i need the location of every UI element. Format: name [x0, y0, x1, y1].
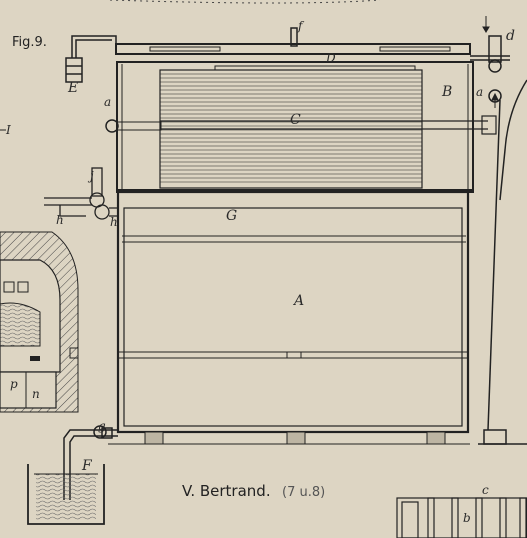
label-a-right: a: [476, 85, 483, 99]
label-G: G: [226, 208, 237, 224]
label-A: A: [292, 293, 304, 309]
figure-number: Fig.9.: [12, 35, 47, 50]
pipe-g: [63, 425, 118, 500]
bottom-right-apparatus: [396, 497, 527, 538]
valve-handwheel: [105, 119, 119, 133]
cropped-text-remnant: [109, 0, 381, 4]
label-n: n: [32, 387, 40, 401]
right-frame: [478, 79, 527, 445]
label-D: D: [325, 51, 336, 65]
furnace-section: [0, 231, 79, 413]
valve-cluster-j-h: [44, 167, 118, 220]
lower-tank-A: [116, 190, 470, 434]
label-B: B: [441, 84, 452, 100]
label-b: b: [463, 511, 471, 525]
apparatus-peg: [475, 497, 483, 538]
pipe-to-E: [65, 35, 117, 83]
label-F: F: [81, 458, 93, 474]
container-F: [27, 464, 105, 525]
label-I: I: [5, 123, 11, 137]
apparatus-peg: [499, 497, 507, 538]
label-a-left: a: [104, 95, 111, 109]
apparatus-peg: [451, 497, 459, 538]
label-f: f: [297, 19, 305, 33]
label-C: C: [290, 112, 301, 128]
caption-reference: (7 u.8): [282, 485, 325, 500]
caption-author: V. Bertrand.: [182, 482, 271, 500]
label-E: E: [67, 80, 78, 96]
inlet-stub: [116, 121, 162, 131]
apparatus-peg: [519, 497, 527, 538]
flow-arrows: [482, 16, 499, 108]
pipe-f: [290, 27, 298, 47]
label-d: d: [506, 28, 515, 44]
label-h-right: h: [110, 215, 118, 229]
tank-feet: [144, 431, 446, 445]
label-g: g: [98, 419, 106, 433]
label-p: p: [10, 377, 18, 391]
label-j: j: [87, 169, 94, 183]
pipe-C-outlet: [160, 115, 497, 135]
label-h-left: h: [56, 213, 64, 227]
label-c: c: [482, 483, 489, 497]
apparatus-peg: [427, 497, 435, 538]
